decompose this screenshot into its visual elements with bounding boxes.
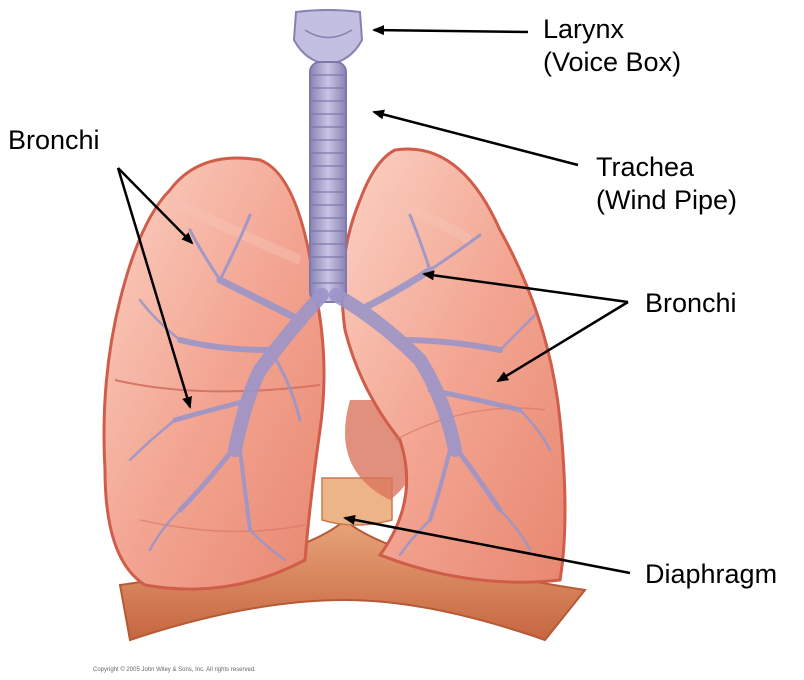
- larynx: [294, 10, 362, 64]
- label-bronchi-left: Bronchi: [8, 124, 100, 157]
- label-bronchi-right: Bronchi: [645, 287, 737, 320]
- arrow-larynx: [374, 30, 528, 32]
- label-trachea: Trachea (Wind Pipe): [596, 151, 737, 217]
- left-lung: [104, 158, 324, 589]
- label-larynx-line2: (Voice Box): [543, 46, 681, 79]
- label-trachea-line1: Trachea: [596, 151, 737, 184]
- label-diaphragm: Diaphragm: [645, 558, 777, 591]
- trachea: [310, 62, 346, 302]
- label-trachea-line2: (Wind Pipe): [596, 184, 737, 217]
- copyright-notice: Copyright © 2005 John Wiley & Sons, Inc.…: [93, 667, 256, 673]
- label-larynx: Larynx (Voice Box): [543, 13, 681, 79]
- label-larynx-line1: Larynx: [543, 13, 681, 46]
